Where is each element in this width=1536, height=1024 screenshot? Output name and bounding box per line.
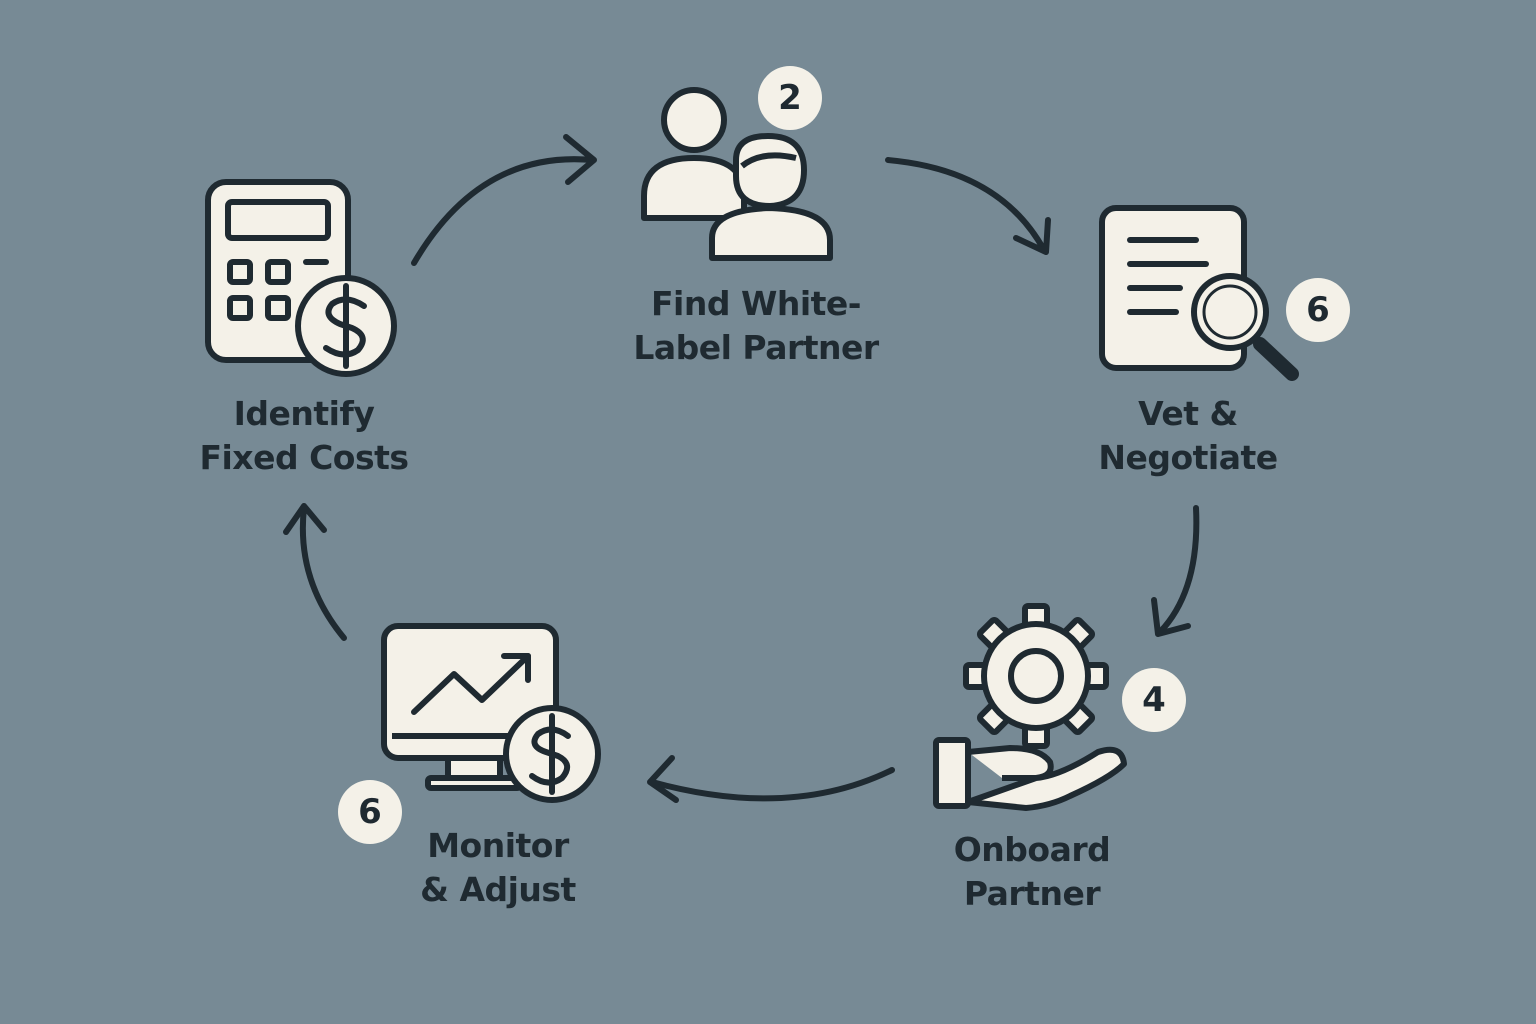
calculator-dollar-icon: [205, 179, 397, 377]
step-label-vet-negotiate: Vet & Negotiate: [1068, 392, 1308, 480]
step-label-line: Fixed Costs: [199, 438, 409, 477]
people-icon: [641, 87, 833, 261]
step-label-line: Vet &: [1138, 394, 1238, 433]
step-number-badge: 4: [1122, 668, 1186, 732]
step-label-line: Identify: [233, 394, 375, 433]
step-label-onboard-partner: Onboard Partner: [920, 828, 1144, 916]
arrow-find-to-vet: [885, 157, 1051, 255]
step-label-line: Label Partner: [633, 328, 879, 367]
step-label-identify-fixed-costs: Identify Fixed Costs: [170, 392, 438, 480]
arrow-identify-to-find: [411, 134, 597, 266]
cycle-arrows: [283, 134, 1200, 803]
step-number-badge: 6: [338, 780, 402, 844]
gear-icon: [963, 603, 1109, 749]
step-number-badge: 6: [1286, 278, 1350, 342]
step-label-line: Monitor: [427, 826, 569, 865]
step-number-badge: 2: [758, 66, 822, 130]
step-label-line: & Adjust: [420, 870, 576, 909]
step-label-find-white-label-partner: Find White- Label Partner: [606, 282, 906, 370]
step-label-monitor-adjust: Monitor & Adjust: [386, 824, 610, 912]
arrow-monitor-to-identify: [283, 503, 347, 641]
arrow-onboard-to-monitor: [647, 755, 895, 803]
monitor-chart-dollar-icon: [381, 623, 601, 803]
step-label-line: Negotiate: [1098, 438, 1278, 477]
step-label-line: Find White-: [650, 284, 862, 323]
document-magnifier-icon: [1099, 205, 1299, 381]
arrow-vet-to-onboard: [1151, 505, 1200, 637]
hand-icon: [933, 737, 1127, 811]
step-label-line: Onboard: [953, 830, 1111, 869]
step-label-line: Partner: [963, 874, 1101, 913]
gear-hand-icon: [933, 603, 1127, 811]
